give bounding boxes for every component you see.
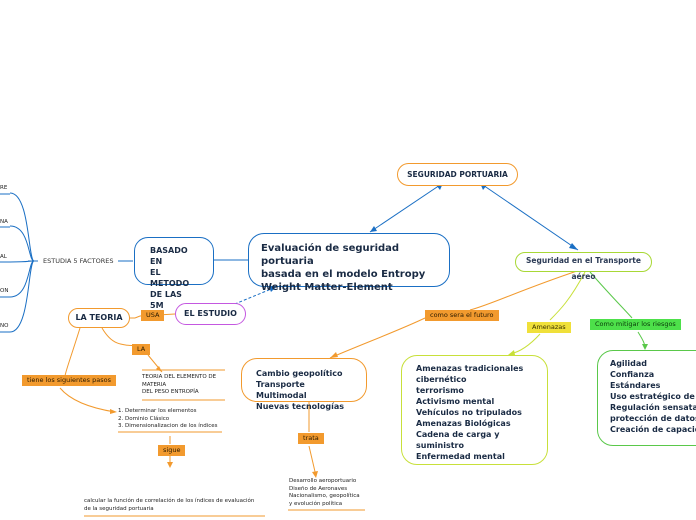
trata-detail: Desarrollo aeroportuario Diseño de Aeron… <box>289 478 360 508</box>
cambio-line: Nuevas tecnologías <box>256 402 345 411</box>
amenaza-item: Activismo mental <box>416 397 495 406</box>
factor-item: NO <box>0 323 9 329</box>
evaluacion-line: Evaluación de seguridad portuaria <box>261 243 400 267</box>
amenaza-item: terrorismo <box>416 386 464 395</box>
trata-line: Diseño de Aeronaves <box>289 485 348 492</box>
calcular-text: calcular la función de correlación de lo… <box>84 498 254 513</box>
pasos-list: 1. Determinar los elementos 2. Dominio C… <box>118 408 218 431</box>
paso-item: 1. Determinar los elementos <box>118 408 197 414</box>
estudia-factores-label: ESTUDIA 5 FACTORES <box>38 256 119 267</box>
basado-line: DE LAS 5M <box>150 290 182 310</box>
teoria-node[interactable]: LA TEORIA <box>68 308 130 328</box>
trata-line: y evolución política <box>289 500 343 507</box>
estudio-node[interactable]: EL ESTUDIO <box>175 303 246 325</box>
la-label: LA <box>132 344 151 355</box>
tiene-pasos-label: tiene los siguientes pasos <box>22 375 116 386</box>
factor-item: AL <box>0 254 7 260</box>
cambio-line: Transporte Multimodal <box>256 380 307 400</box>
transporte-aereo-node[interactable]: Seguridad en el Transporte aéreo <box>515 252 652 281</box>
paso-item: 2. Dominio Clásico <box>118 415 170 422</box>
mitigar-item: Agilidad <box>610 359 647 368</box>
calcular-line: de la seguridad portuaria <box>84 505 154 512</box>
trata-line: Nacionalismo, geopolítica <box>289 493 360 499</box>
amenaza-item: Amenazas tradicionales <box>416 364 524 373</box>
mitigar-item: Creación de capacidad <box>610 425 696 434</box>
mitigar-node[interactable]: Agilidad Confianza Estándares Uso estrat… <box>597 350 696 446</box>
amenaza-item: cibernético <box>416 375 467 384</box>
amenazas-node[interactable]: Amenazas tradicionales cibernético terro… <box>401 355 548 465</box>
trata-line: Desarrollo aeroportuario <box>289 478 357 484</box>
paso-item: 3. Dimensionalizacion de los índices <box>118 423 218 429</box>
mitigar-item: protección de datos <box>610 414 696 423</box>
calcular-line: calcular la función de correlación de lo… <box>84 498 255 504</box>
basado-line: EL METODO <box>150 268 190 288</box>
futuro-label: como sera el futuro <box>425 310 499 321</box>
mitigar-item: Uso estratégico de los <box>610 392 696 401</box>
mitigar-item: Estándares <box>610 381 661 390</box>
trata-label: trata <box>298 433 324 444</box>
mitigar-item: Confianza <box>610 370 655 379</box>
teoria-detail: TEORIA DEL ELEMENTO DE MATERIA DEL PESO … <box>142 374 216 397</box>
factor-item: NA <box>0 219 8 225</box>
amenaza-item: Amenazas Biológicas <box>416 419 511 428</box>
basado-line: BASADO EN <box>150 246 188 266</box>
evaluacion-line: basada en el modelo Entropy <box>261 269 426 280</box>
teoria-detail-line: DEL PESO ENTROPÍA <box>142 389 199 395</box>
mitigar-label: Como mitigar los riesgos <box>590 319 681 330</box>
basado-node[interactable]: BASADO EN EL METODO DE LAS 5M <box>134 237 214 310</box>
evaluacion-line: Weight Matter-Element <box>261 282 393 293</box>
amenaza-item: Cadena de carga y suministro <box>416 430 500 450</box>
cambio-line: Cambio geopolítico <box>256 369 343 378</box>
usa-label: USA <box>141 310 165 321</box>
teoria-detail-line: TEORIA DEL ELEMENTO DE <box>142 374 217 380</box>
amenaza-item: Vehículos no tripulados <box>416 408 522 417</box>
teoria-detail-line: MATERIA <box>142 381 167 388</box>
amenaza-item: Enfermedad mental <box>416 452 505 461</box>
factor-item: RE <box>0 185 8 191</box>
factor-item: ON <box>0 288 9 294</box>
sigue-label: sigue <box>158 445 186 456</box>
amenazas-label: Amenazas <box>527 322 571 333</box>
seguridad-portuaria-node[interactable]: SEGURIDAD PORTUARIA <box>397 163 518 186</box>
evaluacion-central-node[interactable]: Evaluación de seguridad portuaria basada… <box>248 233 450 293</box>
mitigar-item: Regulación sensata <box>610 403 696 412</box>
cambio-node[interactable]: Cambio geopolítico Transporte Multimodal… <box>241 358 367 411</box>
